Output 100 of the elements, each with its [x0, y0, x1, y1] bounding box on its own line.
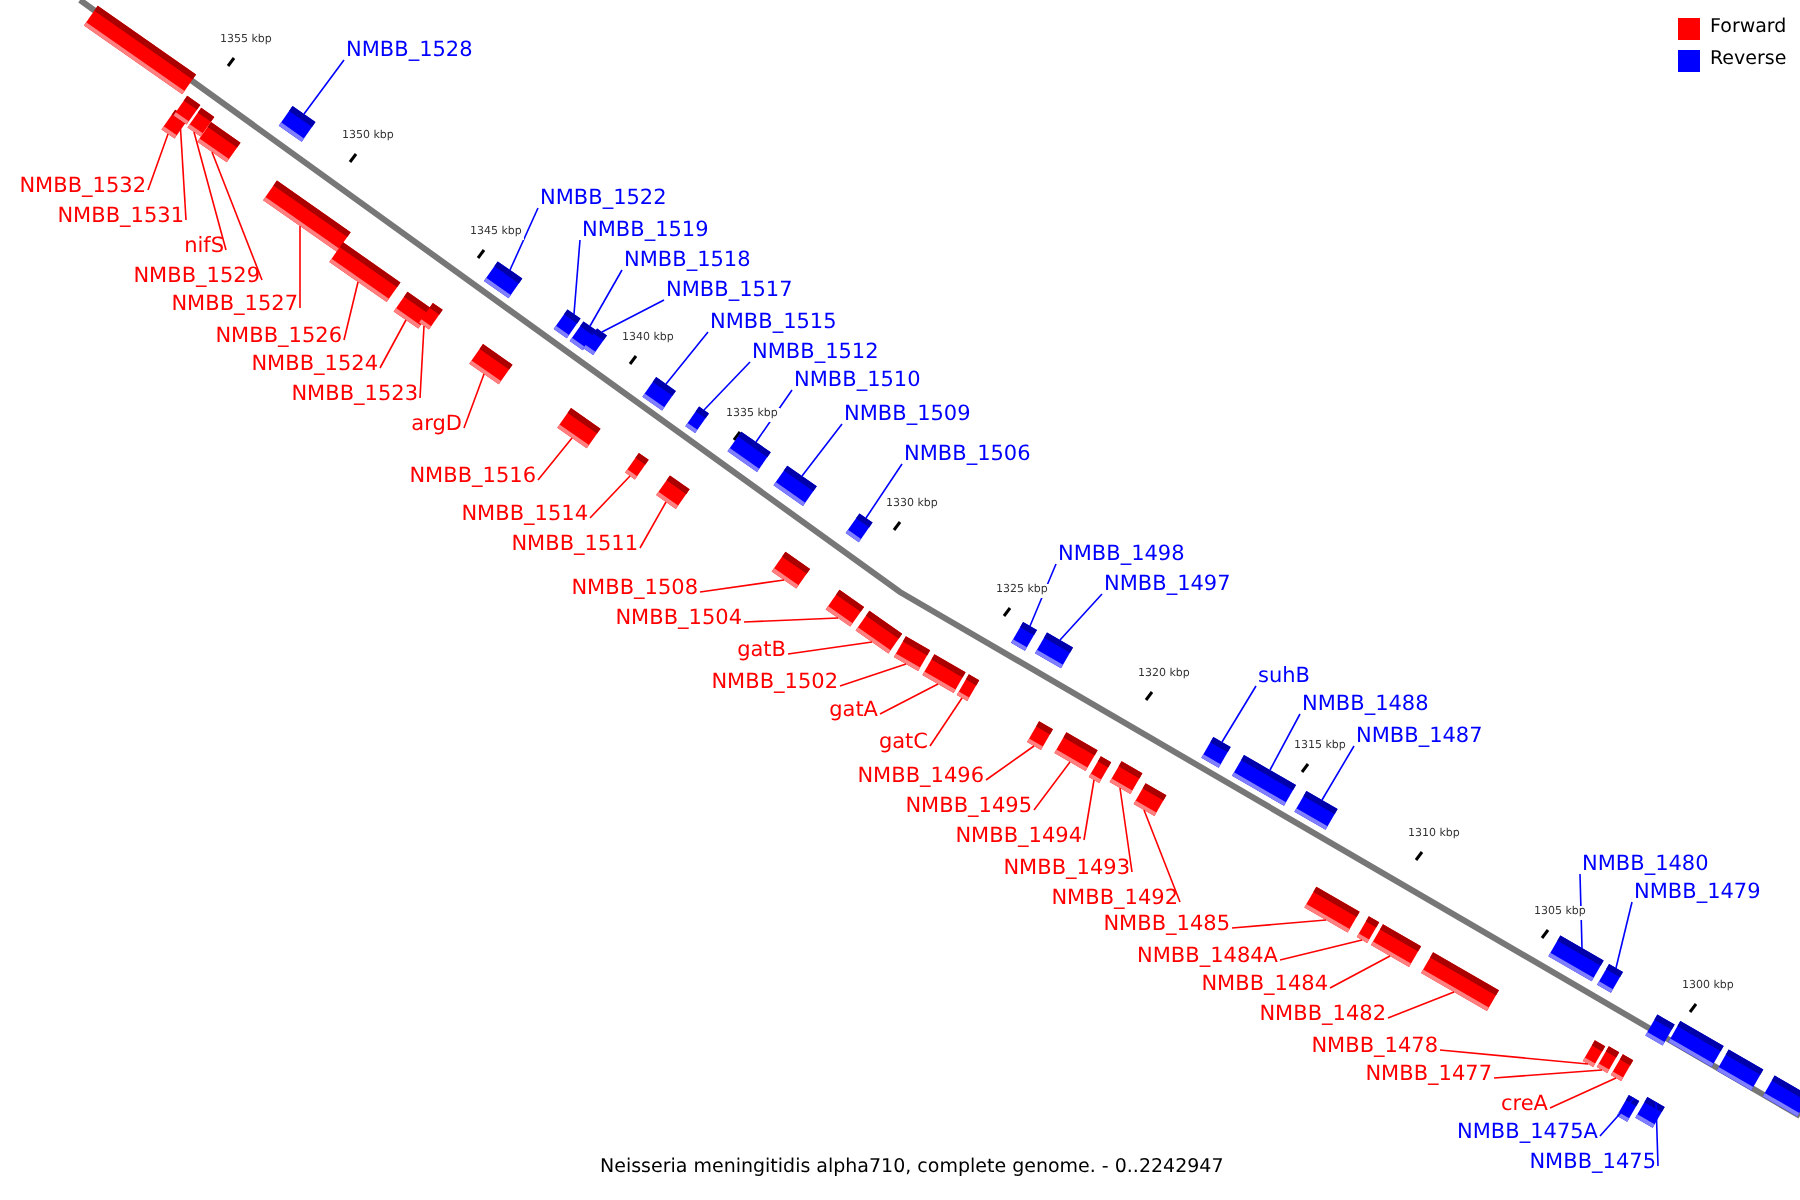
gene-block	[1294, 791, 1338, 830]
leader-line	[801, 423, 843, 477]
legend-label: Forward	[1710, 16, 1787, 40]
leader-line	[1033, 761, 1071, 811]
gene-label: gatB	[737, 638, 786, 662]
gene-block	[583, 328, 607, 356]
leader-line	[703, 361, 751, 411]
gene-label: NMBB_1518	[624, 248, 751, 272]
gene-label: NMBB_1512	[752, 340, 879, 364]
leader-line	[839, 663, 907, 687]
gene-block	[419, 302, 443, 330]
gene-label: NMBB_1528	[346, 38, 473, 62]
gene-label: gatA	[829, 698, 878, 722]
leader-line	[193, 131, 227, 251]
gene-label: NMBB_1487	[1356, 724, 1483, 748]
gene-label: NMBB_1477	[1365, 1062, 1492, 1086]
leader-line	[1655, 1101, 1659, 1167]
gene-label: NMBB_1485	[1103, 912, 1230, 936]
gene-block	[1035, 632, 1073, 669]
leader-line	[1119, 787, 1133, 873]
leader-line	[743, 617, 839, 623]
gene-block	[483, 261, 523, 299]
leader-line	[299, 225, 301, 309]
leader-line	[879, 683, 939, 715]
caption: Neisseria meningitidis alpha710, complete genome. - 0..2242947	[600, 1156, 1224, 1180]
gene-label: NMBB_1515	[710, 310, 837, 334]
gene-block	[845, 513, 873, 543]
gene-label: NMBB_1494	[955, 824, 1082, 848]
gene-block	[1597, 964, 1623, 993]
gene-label: NMBB_1531	[57, 204, 184, 228]
leader-line	[1493, 1069, 1603, 1079]
gene-block	[1645, 1014, 1675, 1046]
leader-line	[1269, 713, 1301, 771]
gene-label: NMBB_1475A	[1457, 1120, 1598, 1144]
gene-block	[773, 465, 817, 506]
leader-line	[1439, 1049, 1589, 1065]
leader-line	[419, 325, 425, 399]
gene-label: NMBB_1517	[666, 278, 793, 302]
gene-label: NMBB_1529	[133, 264, 260, 288]
gene-label: NMBB_1475	[1529, 1150, 1656, 1174]
gene-block	[197, 122, 241, 163]
gene-label: NMBB_1480	[1582, 852, 1709, 876]
gene-label: NMBB_1493	[1003, 856, 1130, 880]
gene-block	[922, 654, 966, 693]
gene-block	[1054, 732, 1098, 771]
leader-line	[463, 373, 485, 429]
leader-line	[639, 501, 667, 549]
gene-label: suhB	[1258, 664, 1310, 688]
leader-line	[1221, 685, 1257, 743]
gene-label: NMBB_1527	[171, 292, 298, 316]
gene-label: creA	[1500, 1092, 1548, 1116]
gene-block	[727, 431, 771, 472]
leader-line	[1059, 593, 1103, 641]
leader-line	[303, 59, 345, 115]
leader-line	[699, 579, 785, 593]
leader-line	[929, 697, 963, 747]
gene-block	[1133, 783, 1167, 816]
gene-block	[685, 406, 709, 434]
gene-block	[1232, 755, 1296, 806]
gene-label: NMBB_1509	[844, 402, 971, 426]
gene-block	[1027, 721, 1053, 750]
leader-line	[343, 281, 359, 341]
gene-label: NMBB_1519	[582, 218, 709, 242]
gene-block	[625, 452, 649, 480]
gene-label: NMBB_1502	[711, 670, 838, 694]
gene-block	[1088, 756, 1112, 783]
gene-label: NMBB_1508	[571, 576, 698, 600]
gene-label: NMBB_1522	[540, 186, 667, 210]
gene-block	[855, 610, 903, 654]
leader-line	[865, 463, 903, 519]
gene-label: NMBB_1511	[511, 532, 638, 556]
gene-label: gatC	[878, 730, 928, 754]
leader-line	[589, 475, 631, 519]
gene-label: NMBB_1510	[794, 368, 921, 392]
gene-block	[1548, 935, 1604, 982]
gene-label: NMBB_1526	[215, 324, 342, 348]
leader-line	[1549, 1077, 1617, 1109]
leader-line	[665, 331, 709, 385]
gene-label: NMBB_1492	[1051, 886, 1178, 910]
gene-label: NMBB_1482	[1259, 1002, 1386, 1026]
gene-label: NMBB_1479	[1634, 880, 1761, 904]
gene-block	[893, 636, 931, 671]
gene-label: NMBB_1488	[1302, 692, 1429, 716]
leader-line	[147, 133, 169, 191]
legend-label: Reverse	[1710, 48, 1787, 72]
gene-label: NMBB_1504	[615, 606, 742, 630]
gene-label: NMBB_1496	[857, 764, 984, 788]
leader-line	[537, 437, 573, 481]
leader-line	[509, 207, 539, 271]
leader-line	[601, 299, 665, 333]
gene-label: NMBB_1523	[291, 382, 418, 406]
gene-label: NMBB_1514	[461, 502, 588, 526]
leader-line	[787, 641, 873, 655]
leader-line	[1321, 745, 1355, 801]
leader-line	[1279, 939, 1363, 961]
leader-line	[1083, 779, 1095, 841]
gene-label: NMBB_1495	[905, 794, 1032, 818]
leader-line	[985, 745, 1035, 781]
leader-line	[589, 269, 623, 327]
gene-label: NMBB_1484A	[1137, 944, 1278, 968]
